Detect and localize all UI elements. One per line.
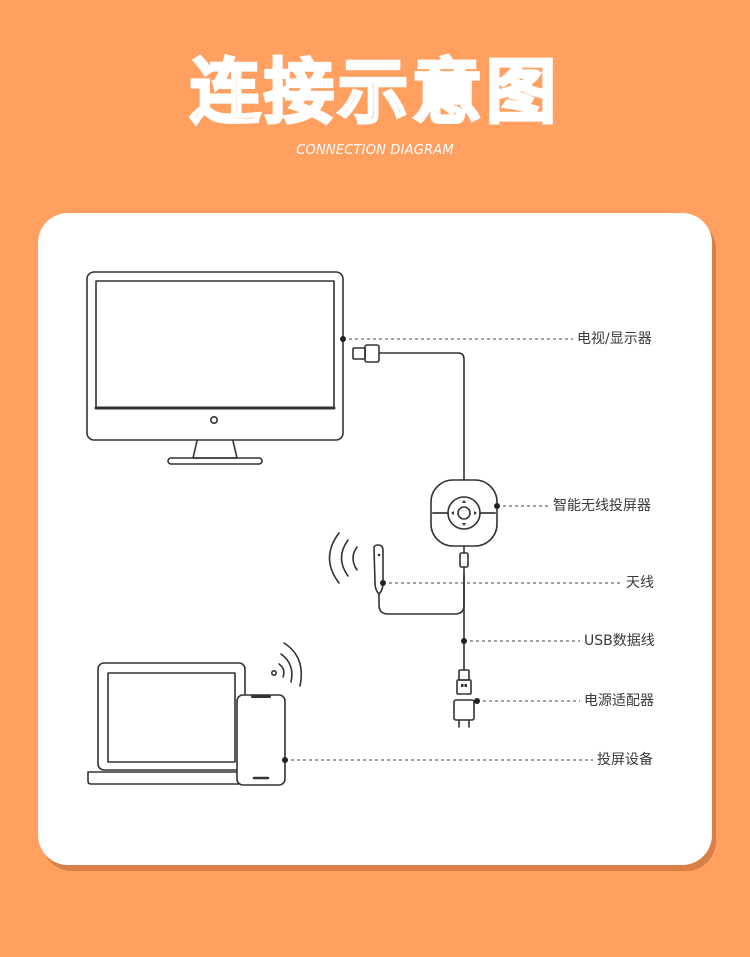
diagram-card [38, 213, 712, 865]
label-device: 投屏设备 [597, 752, 653, 768]
tv-monitor-icon [86, 271, 344, 465]
antenna-icon [328, 532, 465, 615]
page-title: 连接示意图 [189, 51, 560, 134]
label-usb-cable: USB数据线 [584, 633, 655, 649]
label-adapter: 电源适配器 [584, 693, 654, 709]
leader-dot [340, 336, 346, 342]
power-adapter-icon [453, 699, 475, 728]
wifi-signal-icon [270, 642, 303, 687]
leader-dot [282, 757, 288, 763]
label-tv: 电视/显示器 [577, 331, 652, 347]
page-subtitle: CONNECTION DIAGRAM [296, 143, 454, 158]
leader-dot [380, 580, 386, 586]
usb-cable-icon [456, 574, 472, 695]
leader-dot [474, 698, 480, 704]
label-antenna: 天线 [626, 575, 654, 591]
leader-dot [461, 638, 467, 644]
laptop-icon [87, 662, 257, 785]
leader-dot [494, 503, 500, 509]
label-receiver: 智能无线投屏器 [553, 498, 651, 514]
phone-icon [236, 694, 286, 786]
wireless-receiver-icon [430, 479, 498, 576]
hdmi-cable-icon [352, 344, 465, 481]
